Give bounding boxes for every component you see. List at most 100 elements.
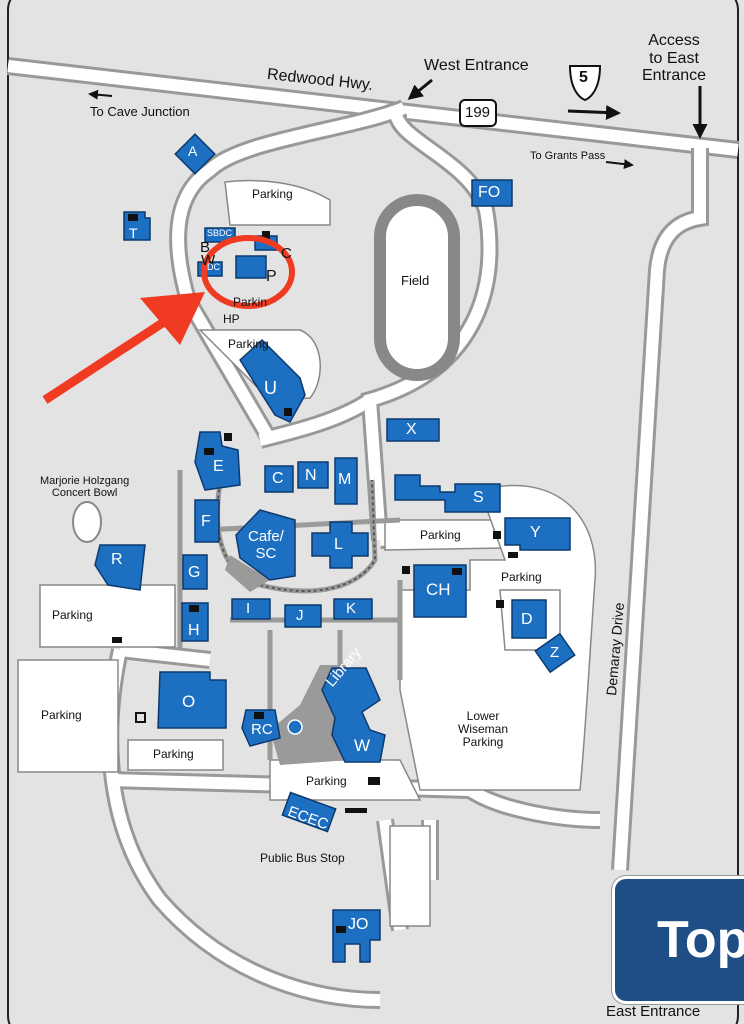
- building-ECEC: [281, 791, 337, 833]
- building-s-label: S: [473, 489, 484, 506]
- building-F: [194, 499, 220, 543]
- building-c-label: C: [272, 470, 284, 487]
- building-G: [182, 554, 208, 590]
- highlight-arrow-shaft: [42, 314, 173, 404]
- building-A: [174, 133, 216, 175]
- parking-label-south: Parking: [153, 747, 194, 761]
- restroom-icon: [128, 214, 462, 933]
- building-JO: [332, 909, 381, 963]
- cafe-plaza: [225, 555, 270, 592]
- parking-label-y: Parking: [501, 570, 542, 584]
- bus-stop-label: Public Bus Stop: [260, 851, 345, 865]
- elevator-icon: [224, 231, 504, 608]
- building-b-label: B: [200, 239, 211, 256]
- parking-label-west: Parking: [52, 608, 93, 622]
- building-z-label: Z: [550, 644, 560, 661]
- bus-icon: [112, 552, 518, 813]
- demaray-drive-road: [611, 148, 709, 871]
- building-dc-label: DC: [207, 262, 220, 272]
- building-I: [231, 598, 271, 620]
- east-entrance-label: East Entrance: [606, 1003, 701, 1020]
- building-C: [264, 465, 294, 493]
- building-c-top-label: C: [281, 245, 292, 262]
- field-label: Field: [401, 273, 430, 288]
- lower-wiseman-parking-label: Lower Wiseman Parking: [458, 709, 509, 750]
- highlight-circle: [201, 235, 295, 309]
- parking-label-southwest: Parking: [41, 708, 82, 722]
- west-entrance-label: West Entrance: [424, 57, 529, 74]
- building-d-label: D: [521, 611, 533, 628]
- building-n-label: N: [305, 467, 317, 484]
- back-to-top-label: Top: [657, 911, 744, 969]
- direction-arrows: [88, 78, 708, 170]
- buildings: [94, 133, 576, 963]
- building-w-small-label: W: [201, 252, 216, 269]
- parking-partial-label: Parkin: [233, 295, 268, 309]
- building-D: [511, 599, 547, 639]
- building-sbdc-label: SBDC: [207, 228, 233, 238]
- building-S: [394, 474, 501, 513]
- building-rc-label: RC: [251, 721, 273, 738]
- building-l-label: L: [334, 536, 343, 553]
- route-199-label: 199: [465, 104, 491, 121]
- building-w-label: W: [354, 736, 371, 755]
- route-5-shield-icon: [568, 65, 602, 102]
- access-east-entrance-label: Access to East Entrance: [641, 32, 707, 85]
- building-SBDC: [204, 227, 236, 243]
- building-K: [333, 598, 373, 620]
- parking-label-u: Parking: [228, 337, 269, 351]
- parking-label-library: Parking: [306, 774, 347, 788]
- back-to-top-button[interactable]: Top: [612, 876, 744, 1004]
- building-u-label: U: [264, 378, 277, 398]
- building-t-label: T: [129, 225, 138, 241]
- highlight-annotation: [42, 235, 295, 404]
- building-fo-label: FO: [478, 184, 501, 201]
- building-Library: [321, 667, 386, 763]
- building-m-label: M: [338, 471, 352, 488]
- info-icon: [287, 719, 303, 735]
- building-Y: [504, 517, 571, 551]
- building-i-label: I: [246, 600, 251, 617]
- building-h-label: H: [188, 622, 200, 639]
- concert-bowl-label: Marjorie Holzgang Concert Bowl: [40, 475, 130, 500]
- building-k-label: K: [346, 600, 357, 617]
- concert-bowl-stage: [72, 501, 102, 543]
- parking-label-top: Parking: [252, 187, 293, 201]
- building-X: [386, 418, 440, 442]
- grants-pass-label: To Grants Pass: [530, 150, 606, 162]
- building-Z: [534, 632, 576, 674]
- building-p-label: P: [266, 268, 277, 285]
- building-U: [239, 338, 306, 423]
- highway-road: [6, 57, 740, 159]
- building-RC: [241, 709, 281, 747]
- covered-walkway: [216, 459, 377, 592]
- building-cafe-label: Cafe/ SC: [248, 528, 284, 562]
- building-FO: [471, 179, 513, 207]
- building-ch-label: CH: [426, 580, 451, 599]
- building-y-label: Y: [530, 524, 541, 541]
- building-Cafe: [235, 509, 296, 581]
- building-r-label: R: [111, 551, 123, 568]
- building-g-label: G: [188, 564, 201, 581]
- building-E: [194, 431, 241, 491]
- building-e-label: E: [213, 458, 224, 475]
- route-5-label: 5: [579, 69, 588, 86]
- building-R: [94, 544, 146, 591]
- highlight-arrow-head: [140, 292, 205, 345]
- building-x-label: X: [406, 421, 417, 438]
- building-O: [157, 671, 227, 729]
- building-jo-label: JO: [348, 916, 369, 933]
- building-f-label: F: [201, 513, 211, 530]
- building-L: [311, 521, 369, 569]
- building-hp-label: HP: [223, 312, 240, 326]
- building-N: [297, 461, 329, 489]
- route-199-shield-icon: [459, 99, 497, 127]
- building-J: [284, 604, 322, 628]
- building-P: [235, 255, 267, 279]
- building-a-label: A: [188, 143, 198, 159]
- cave-junction-label: To Cave Junction: [90, 104, 190, 119]
- field-track: [374, 194, 460, 381]
- parking-label-mid: Parking: [420, 528, 461, 542]
- building-M: [334, 457, 358, 505]
